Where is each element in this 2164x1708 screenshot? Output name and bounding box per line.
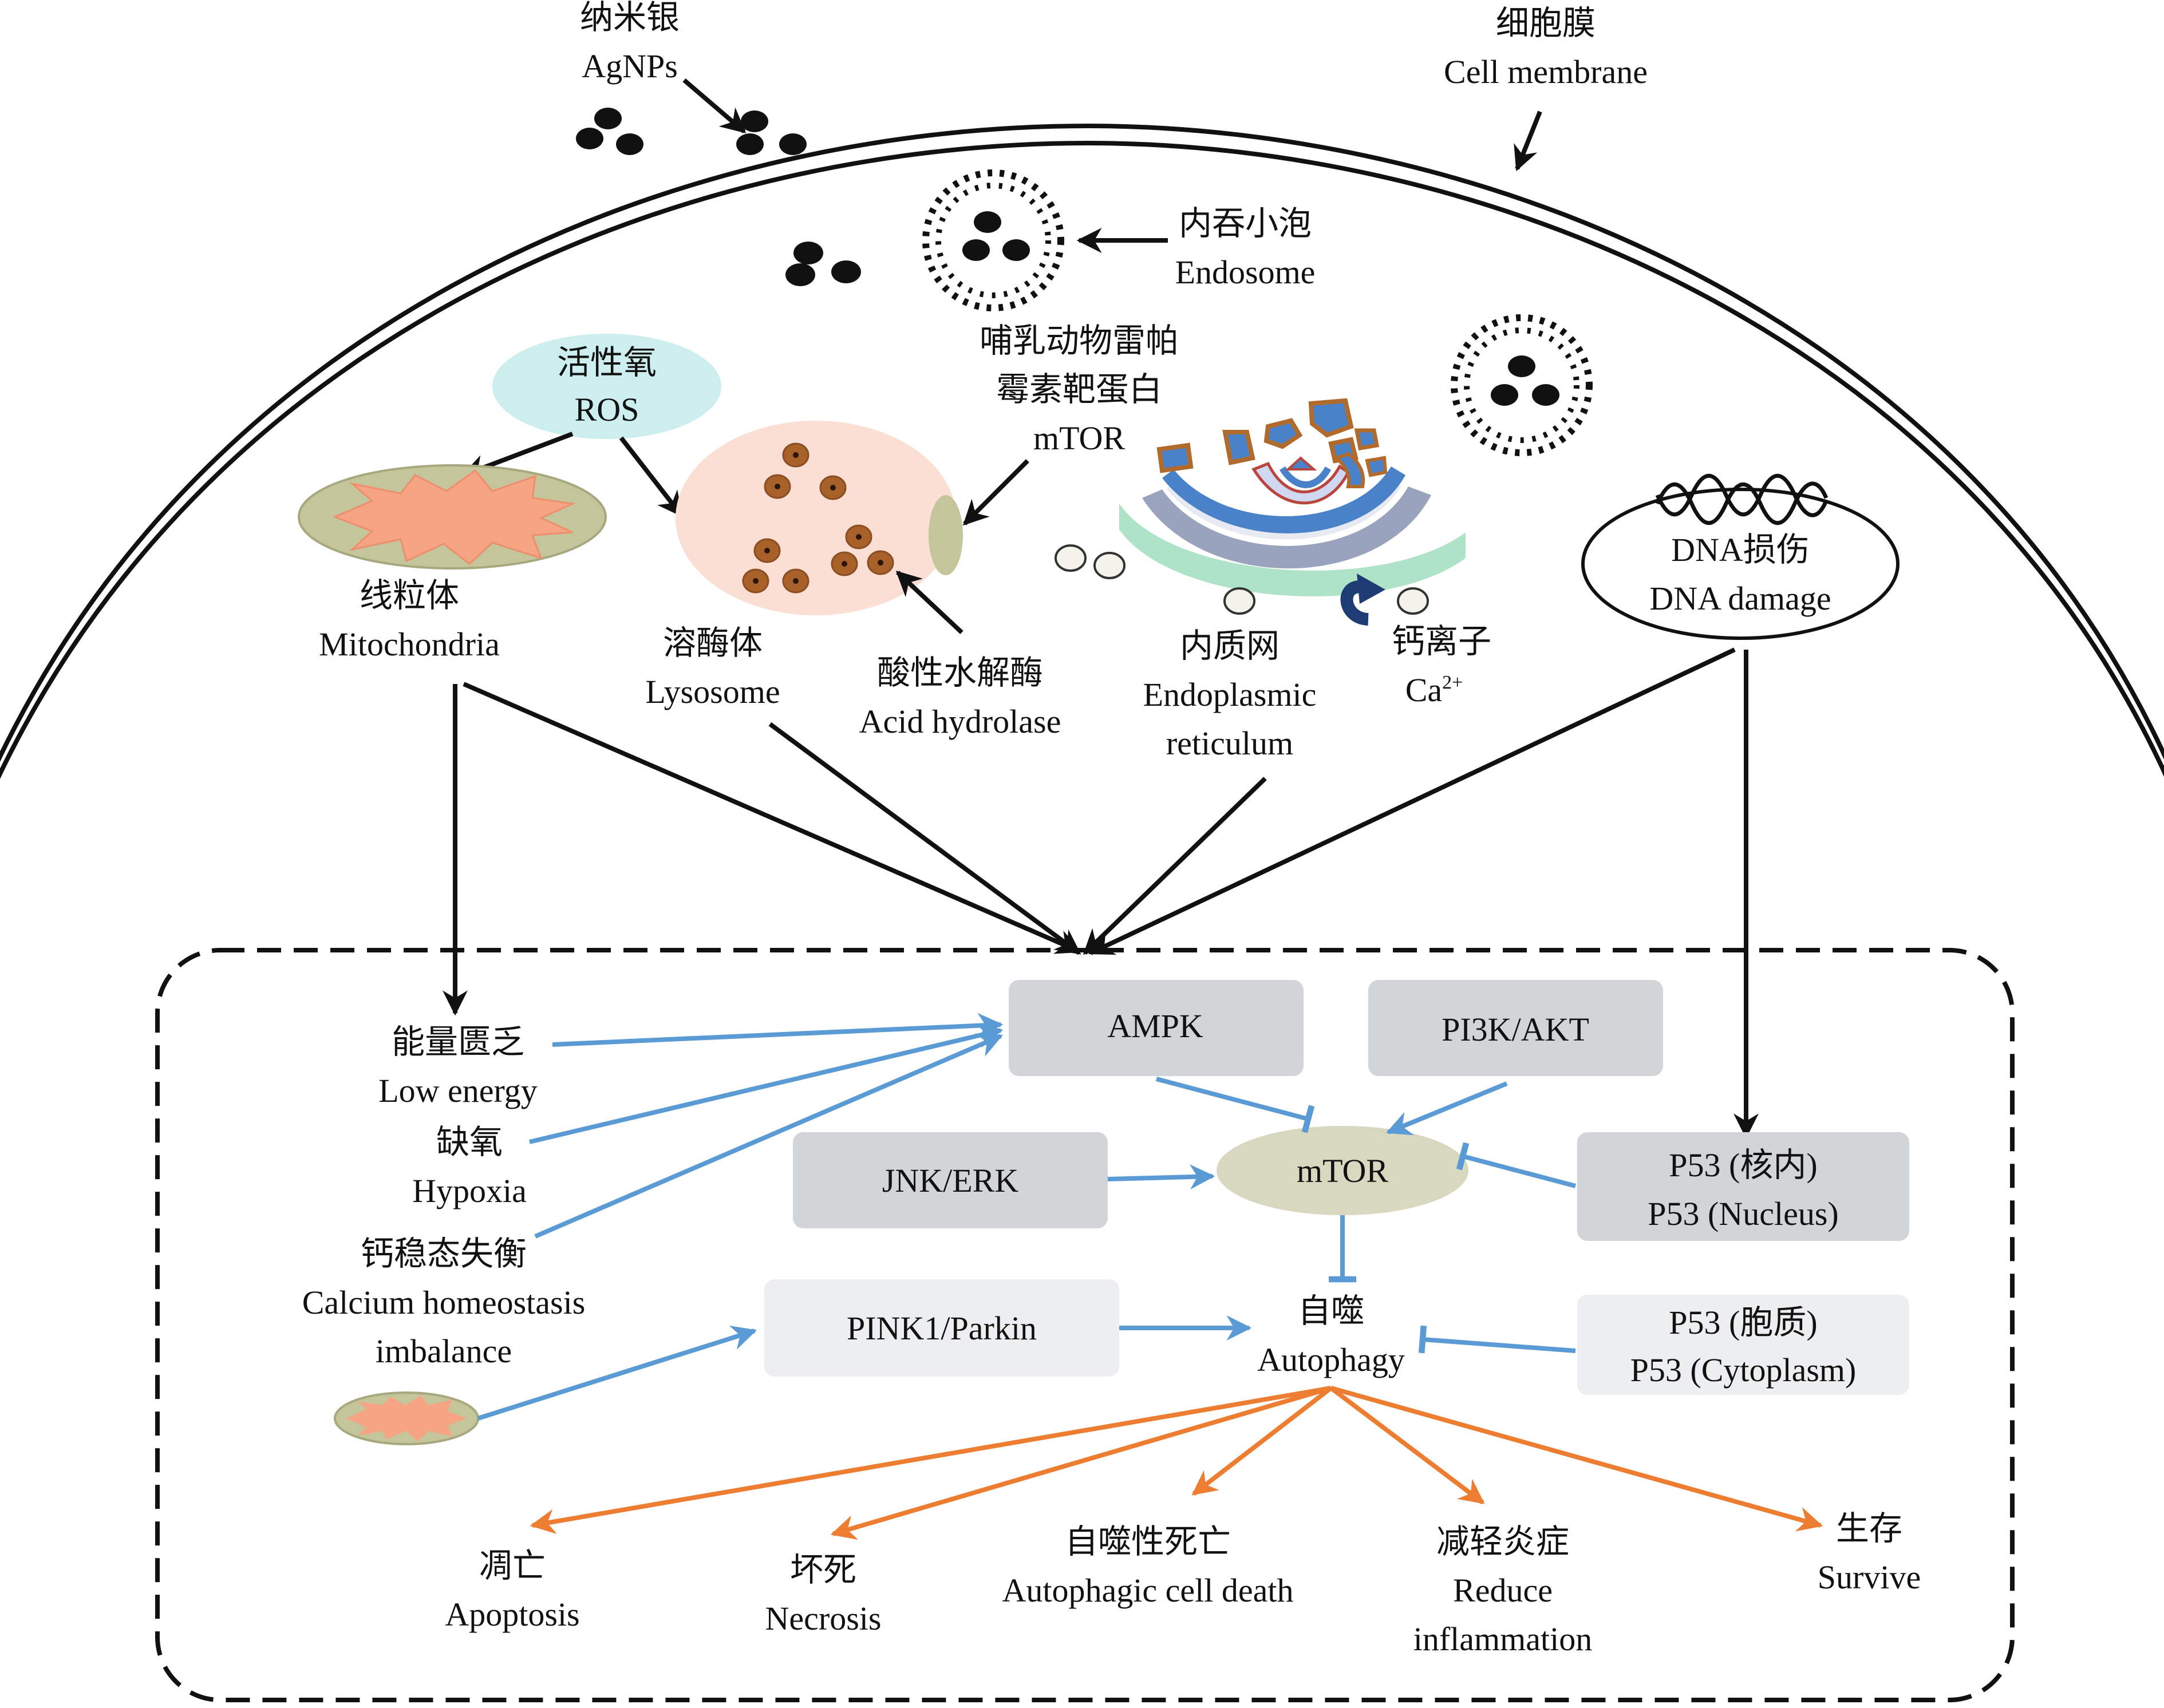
endoplasmic-reticulum — [1119, 398, 1466, 596]
dna-label-cn: DNA损伤 — [1671, 531, 1810, 568]
jnk-label: JNK/ERK — [882, 1162, 1019, 1199]
ampk-label: AMPK — [1107, 1007, 1203, 1045]
calcium-release-icon — [1340, 574, 1385, 626]
hypoxia-label-en: Hypoxia — [412, 1172, 527, 1209]
calcium-label-en1: Calcium homeostasis — [302, 1284, 586, 1321]
endosome-vesicle-1 — [922, 169, 1064, 311]
mitochondria-organelle — [298, 464, 607, 570]
acid-hydrolase-arrow — [895, 570, 963, 634]
mito-label-en: Mitochondria — [319, 626, 500, 663]
ca-label-cn: 钙离子 — [1392, 623, 1491, 660]
dna-damage-node — [1581, 474, 1900, 640]
low-energy-label-cn: 能量匮乏 — [392, 1023, 524, 1061]
dna-helix-icon — [1655, 474, 1829, 525]
lyso-label-cn: 溶酶体 — [663, 624, 763, 662]
p53n-label-cn: P53 (核内) — [1669, 1146, 1817, 1184]
p53-nucleus-box — [1577, 1132, 1909, 1241]
inflam-label-en2: inflammation — [1413, 1620, 1593, 1658]
pink-label: PINK1/Parkin — [847, 1310, 1037, 1347]
p53-cytoplasm-box — [1577, 1295, 1909, 1395]
agnps-arrow — [682, 78, 747, 134]
apoptosis-label-cn: 凋亡 — [479, 1547, 546, 1584]
p53c-label-en: P53 (Cytoplasm) — [1630, 1351, 1857, 1389]
mtor-top-label-cn2: 霉素靶蛋白 — [996, 371, 1162, 408]
pi3k-box — [1368, 980, 1663, 1076]
mtor-top-label-en: mTOR — [1033, 420, 1125, 457]
calcium-label-cn: 钙稳态失衡 — [361, 1235, 527, 1272]
low-energy-label-en: Low energy — [378, 1072, 538, 1109]
er-label-en2: reticulum — [1166, 725, 1293, 762]
inflam-label-cn: 减轻炎症 — [1436, 1523, 1569, 1560]
small-mitochondria-icon — [334, 1391, 479, 1445]
signaling-region-box — [155, 948, 2015, 1702]
membrane-label-cn: 细胞膜 — [1496, 5, 1596, 42]
calcium-ions — [1055, 544, 1429, 615]
convergence-arrows — [443, 647, 1759, 1139]
hypoxia-label-cn: 缺氧 — [436, 1124, 503, 1161]
cell-membrane — [0, 123, 2164, 780]
jnk-box — [793, 1132, 1108, 1228]
mtor-top-arrow — [962, 459, 1029, 526]
ros-to-lyso-arrow — [619, 436, 684, 517]
agnps-label-cn: 纳米银 — [580, 0, 680, 36]
inflam-label-en1: Reduce — [1453, 1572, 1553, 1609]
orange-outcome-arrows — [530, 1386, 1823, 1540]
p53n-label-en: P53 (Nucleus) — [1648, 1195, 1838, 1232]
membrane-arrow — [1514, 110, 1542, 172]
autophagy-label-cn: 自噬 — [1298, 1292, 1364, 1330]
mtor-ellipse — [1217, 1126, 1468, 1215]
membrane-label-en: Cell membrane — [1444, 53, 1648, 90]
er-label-cn: 内质网 — [1180, 627, 1280, 665]
pi3k-label: PI3K/AKT — [1442, 1011, 1589, 1048]
lyso-label-en: Lysosome — [645, 673, 780, 710]
mito-label-cn: 线粒体 — [360, 577, 459, 614]
mtor-top-label-cn1: 哺乳动物雷帕 — [980, 322, 1179, 359]
acd-label-en: Autophagic cell death — [1002, 1572, 1294, 1609]
blue-activation-arrows — [477, 1013, 1508, 1421]
lysosome-organelle — [676, 421, 963, 615]
survive-label-en: Survive — [1818, 1559, 1921, 1596]
endosome-label-en: Endosome — [1175, 254, 1316, 291]
necrosis-label-cn: 坏死 — [790, 1551, 856, 1588]
acd-label-cn: 自噬性死亡 — [1065, 1523, 1231, 1560]
pink-box — [764, 1279, 1119, 1377]
ca-label-en: Ca2+ — [1405, 671, 1463, 709]
agnp-particles — [576, 108, 861, 286]
ampk-box — [1009, 980, 1304, 1076]
ros-label-cn: 活性氧 — [557, 344, 657, 381]
endosome-vesicle-2 — [1451, 314, 1593, 456]
ros-ellipse — [492, 334, 721, 439]
p53c-label-cn: P53 (胞质) — [1669, 1304, 1817, 1341]
blue-inhibition-arrows — [1155, 1077, 1577, 1354]
acid-label-en: Acid hydrolase — [859, 703, 1061, 740]
agnps-label-en: AgNPs — [582, 48, 678, 85]
autophagy-label-en: Autophagy — [1257, 1341, 1405, 1378]
apoptosis-label-en: Apoptosis — [445, 1596, 579, 1633]
necrosis-label-en: Necrosis — [765, 1600, 882, 1637]
calcium-label-en2: imbalance — [376, 1333, 512, 1370]
dna-label-en: DNA damage — [1649, 580, 1831, 617]
mtor-label: mTOR — [1297, 1152, 1388, 1189]
acid-label-cn: 酸性水解酶 — [877, 654, 1043, 691]
er-label-en1: Endoplasmic — [1143, 676, 1317, 713]
survive-label-cn: 生存 — [1836, 1510, 1902, 1547]
ros-label-en: ROS — [575, 391, 639, 428]
endosome-label-cn: 内吞小泡 — [1179, 205, 1312, 242]
